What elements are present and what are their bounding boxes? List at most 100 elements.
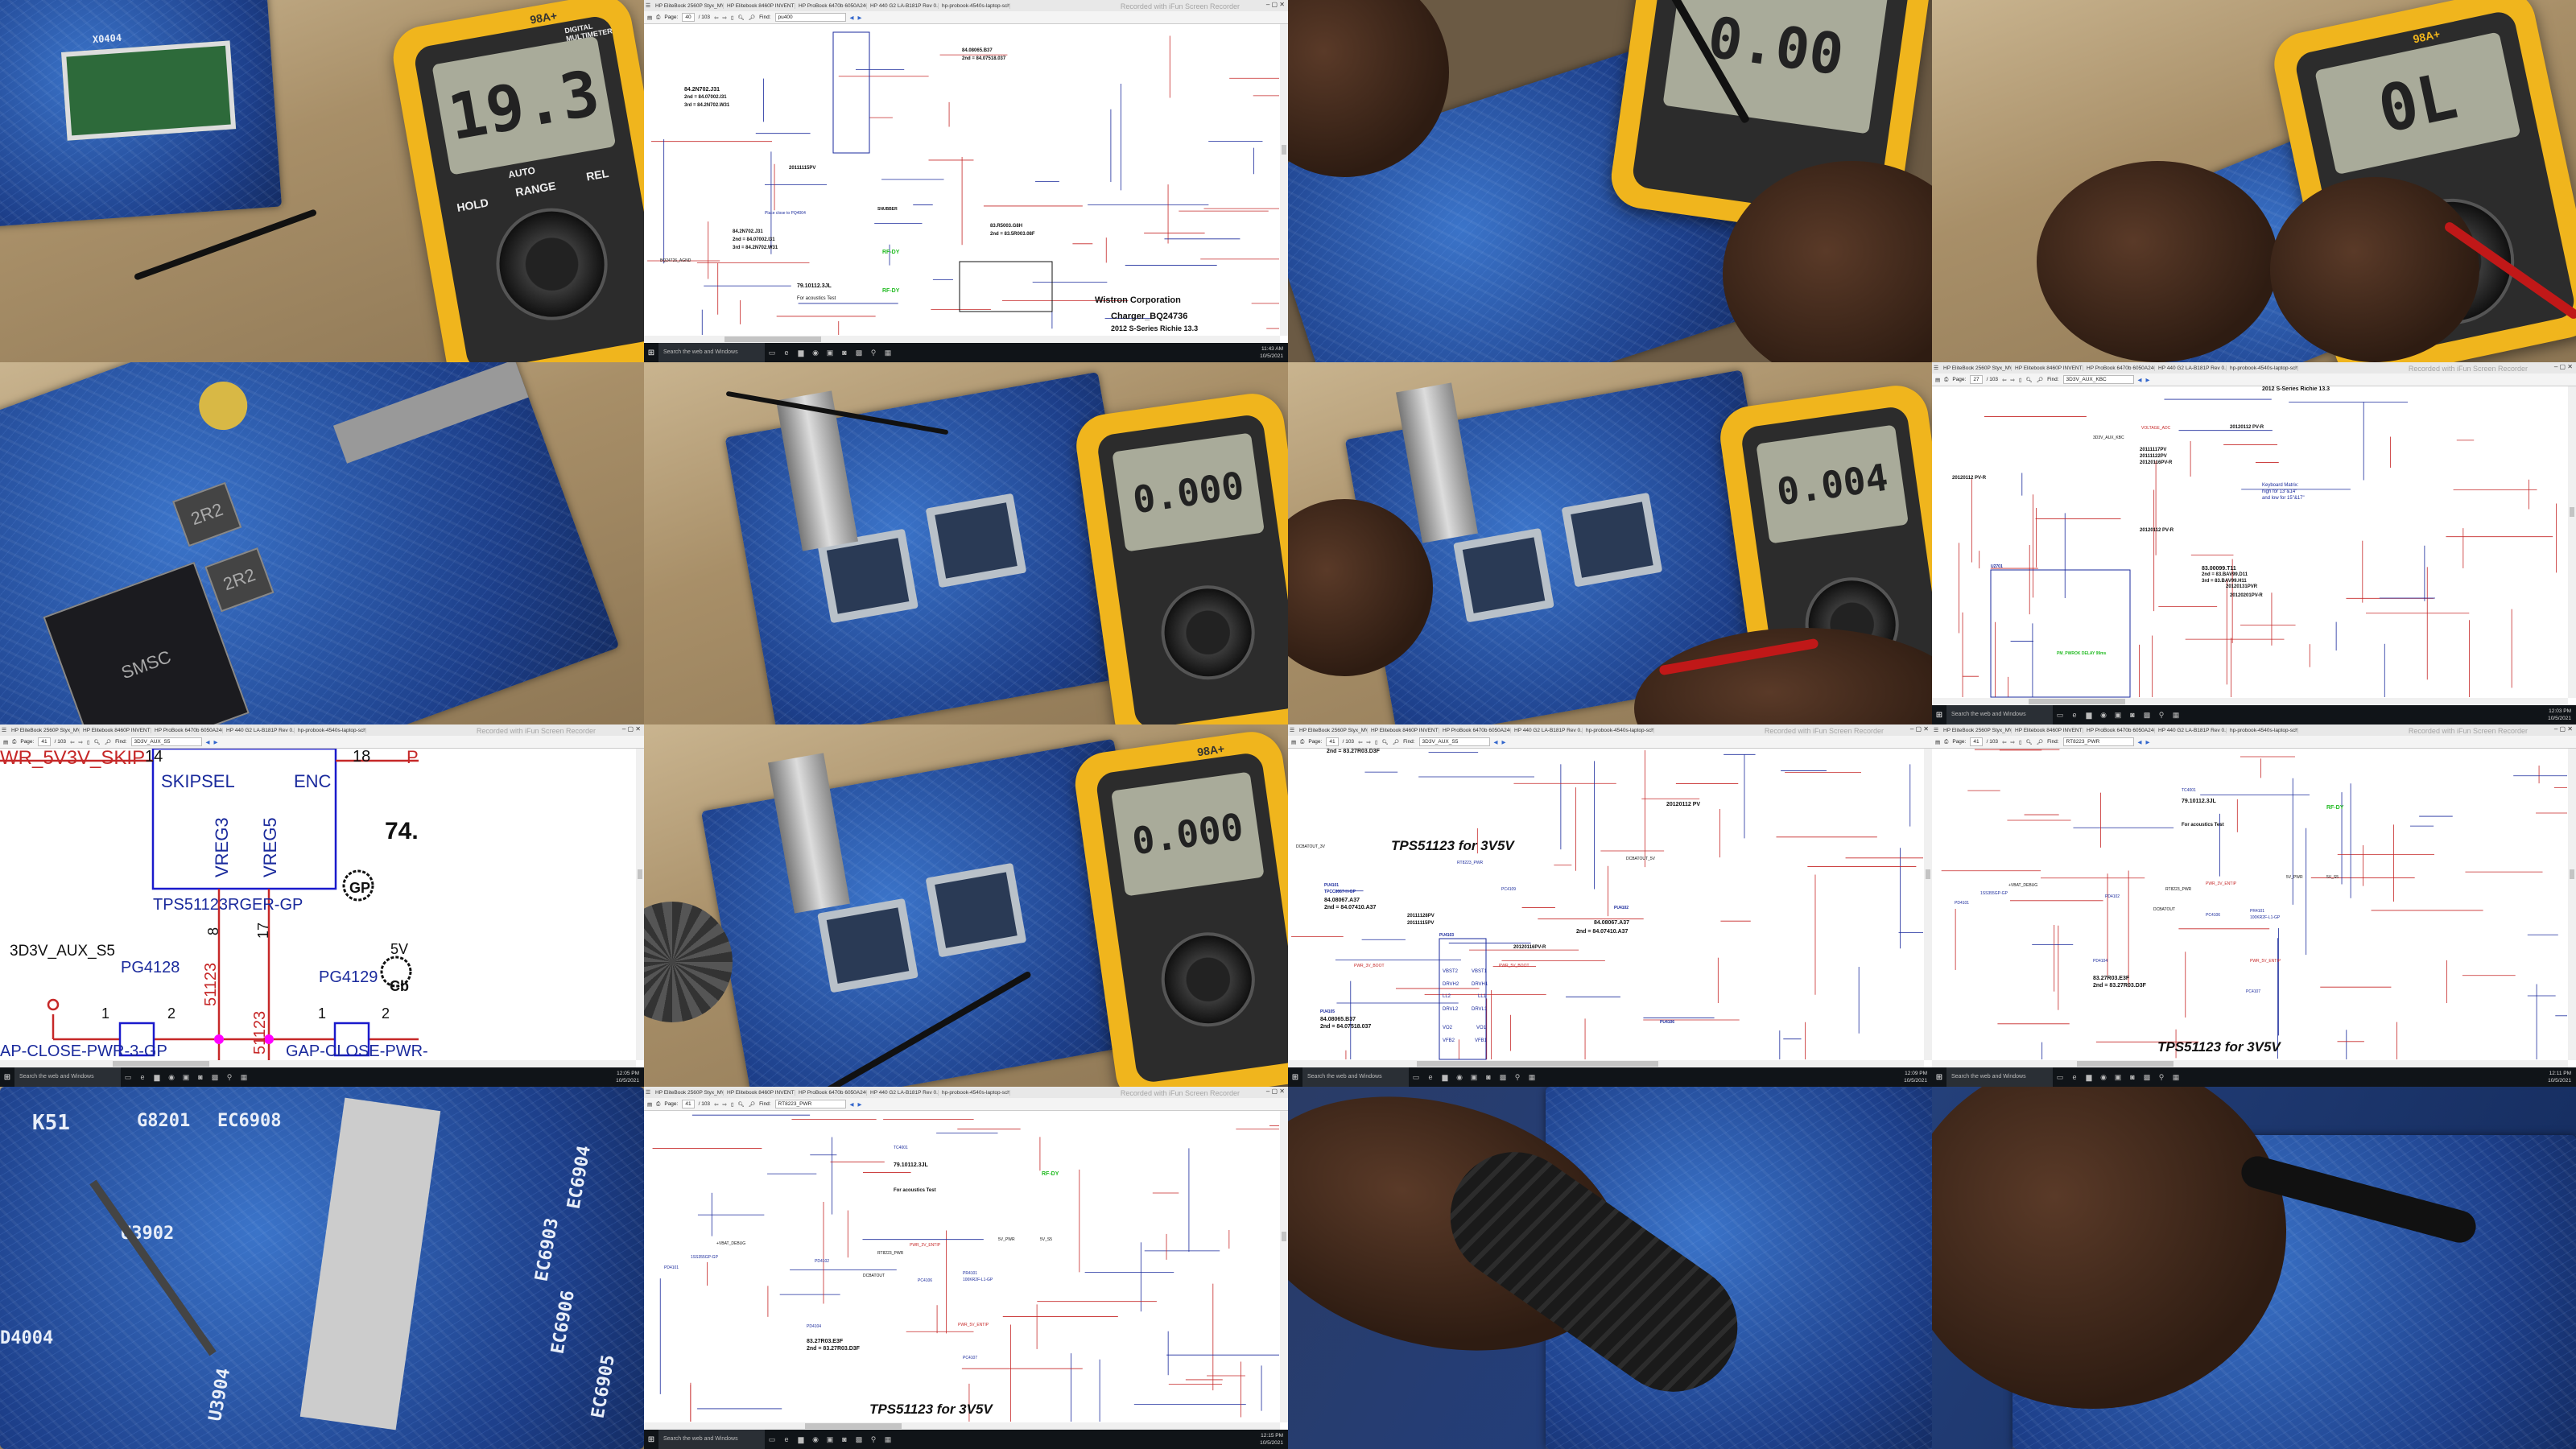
- page-input[interactable]: 41: [1970, 737, 1983, 746]
- scroll-thumb[interactable]: [1926, 869, 1930, 879]
- scroll-thumb[interactable]: [2570, 507, 2574, 517]
- document-tab[interactable]: hp-probook-4540s-laptop-schemati...: [295, 727, 366, 733]
- horizontal-scrollbar[interactable]: [644, 336, 1280, 343]
- find-input[interactable]: RT8223_PWR: [2062, 737, 2134, 746]
- horizontal-scrollbar[interactable]: [1288, 1060, 1924, 1067]
- window-controls[interactable]: – ▢ ✕: [1909, 725, 1929, 733]
- next-page-icon[interactable]: ⇨: [2010, 377, 2015, 383]
- pdf-reader-icon[interactable]: ▦: [884, 1435, 892, 1443]
- find-prev-icon[interactable]: ◀: [205, 739, 210, 745]
- page-input[interactable]: 41: [38, 737, 51, 746]
- camera-icon[interactable]: ◙: [1486, 1073, 1491, 1081]
- app-menu-icon[interactable]: ☰: [1933, 728, 1939, 733]
- vertical-scrollbar[interactable]: [1280, 24, 1288, 336]
- app-menu-icon[interactable]: ☰: [645, 1090, 651, 1096]
- zoom-out-icon[interactable]: 🔍︎: [737, 1101, 745, 1108]
- edge-icon[interactable]: e: [2072, 1073, 2077, 1081]
- find-next-icon[interactable]: ▶: [2145, 377, 2150, 383]
- print-icon[interactable]: ⎙: [656, 14, 661, 20]
- vertical-scrollbar[interactable]: [1924, 749, 1932, 1060]
- edge-icon[interactable]: e: [140, 1073, 145, 1081]
- app-menu-icon[interactable]: ☰: [1, 728, 7, 733]
- window-controls[interactable]: – ▢ ✕: [1265, 1, 1285, 8]
- taskbar-search[interactable]: Search the web and Windows: [658, 343, 765, 362]
- document-tab[interactable]: HP ProBook 6470b 6050A2466401-...: [2083, 727, 2155, 733]
- page-input[interactable]: 27: [1970, 375, 1983, 384]
- zoom-out-icon[interactable]: 🔍︎: [2025, 377, 2033, 383]
- task-view-icon[interactable]: ▭: [124, 1072, 132, 1081]
- find-prev-icon[interactable]: ◀: [2137, 739, 2142, 745]
- next-page-icon[interactable]: ⇨: [78, 739, 83, 745]
- zoom-out-icon[interactable]: 🔍︎: [737, 14, 745, 21]
- document-tab[interactable]: HP Elitebook 8460P INVENTEC 6050...: [2012, 727, 2083, 733]
- scroll-thumb[interactable]: [1417, 1061, 1658, 1067]
- horizontal-scrollbar[interactable]: [644, 1422, 1280, 1430]
- taskbar-search[interactable]: Search the web and Windows: [658, 1430, 765, 1449]
- prev-page-icon[interactable]: ⇦: [2002, 377, 2007, 383]
- taskbar-search[interactable]: Search the web and Windows: [1946, 1067, 2053, 1087]
- print-icon[interactable]: ⎙: [656, 1100, 661, 1107]
- next-page-icon[interactable]: ⇨: [2010, 739, 2015, 745]
- open-icon[interactable]: ▤: [647, 14, 653, 21]
- scroll-thumb[interactable]: [113, 1061, 209, 1067]
- prev-page-icon[interactable]: ⇦: [1358, 739, 1363, 745]
- camera-icon[interactable]: ◙: [2130, 711, 2135, 719]
- app-icon[interactable]: ◉: [812, 348, 819, 357]
- zoom-out-icon[interactable]: 🔍︎: [1381, 739, 1389, 745]
- scroll-thumb[interactable]: [2077, 1061, 2174, 1067]
- start-icon[interactable]: ⊞: [3, 1072, 11, 1082]
- search-app-icon[interactable]: ⚲: [870, 1435, 877, 1443]
- document-tab[interactable]: HP Elitebook 8460P INVENTEC 6050...: [1368, 727, 1439, 733]
- edge-icon[interactable]: e: [1428, 1073, 1433, 1081]
- page-input[interactable]: 40: [682, 13, 695, 22]
- find-input[interactable]: RT8223_PWR: [774, 1100, 846, 1108]
- find-input[interactable]: 3D3V_AUX_KBC: [2062, 375, 2134, 384]
- scroll-thumb[interactable]: [2570, 869, 2574, 879]
- zoom-in-icon[interactable]: 🔎︎: [104, 739, 112, 745]
- task-view-icon[interactable]: ▭: [2056, 1072, 2064, 1081]
- fit-page-icon[interactable]: ▯: [1374, 739, 1378, 745]
- task-view-icon[interactable]: ▭: [768, 348, 776, 357]
- next-page-icon[interactable]: ⇨: [1366, 739, 1371, 745]
- start-icon[interactable]: ⊞: [647, 1435, 655, 1444]
- next-page-icon[interactable]: ⇨: [722, 14, 727, 21]
- start-icon[interactable]: ⊞: [1935, 1072, 1943, 1082]
- document-tab[interactable]: HP ProBook 6470b 6050A2466401-...: [795, 1089, 867, 1096]
- zoom-out-icon[interactable]: 🔍︎: [2025, 739, 2033, 745]
- document-tab[interactable]: HP 440 G2 LA-B181P Rev 0.5 Schem...: [2155, 727, 2227, 733]
- search-app-icon[interactable]: ⚲: [2158, 1072, 2165, 1081]
- file-explorer-icon[interactable]: ▆: [2086, 710, 2092, 719]
- edge-icon[interactable]: e: [784, 349, 789, 357]
- find-input[interactable]: 3D3V_AUX_S5: [1418, 737, 1490, 746]
- open-icon[interactable]: ▤: [3, 739, 9, 745]
- app-menu-icon[interactable]: ☰: [1289, 728, 1295, 733]
- start-icon[interactable]: ⊞: [647, 348, 655, 357]
- print-icon[interactable]: ⎙: [12, 738, 17, 745]
- find-prev-icon[interactable]: ◀: [2137, 377, 2142, 383]
- store-icon[interactable]: ▣: [1470, 1072, 1478, 1081]
- document-tab[interactable]: hp-probook-4540s-laptop-schemati...: [2227, 365, 2298, 371]
- document-tab[interactable]: hp-probook-4540s-laptop-schemati...: [939, 1089, 1010, 1096]
- document-tab[interactable]: HP EliteBook 2560P Styx_MV_2011_...: [1940, 727, 2012, 733]
- file-explorer-icon[interactable]: ▆: [154, 1072, 160, 1081]
- start-icon[interactable]: ⊞: [1291, 1072, 1299, 1082]
- find-next-icon[interactable]: ▶: [2145, 739, 2150, 745]
- print-icon[interactable]: ⎙: [1944, 376, 1949, 382]
- store-icon[interactable]: ▣: [826, 1435, 834, 1443]
- vertical-scrollbar[interactable]: [2568, 749, 2576, 1060]
- prev-page-icon[interactable]: ⇦: [2002, 739, 2007, 745]
- find-next-icon[interactable]: ▶: [213, 739, 218, 745]
- recorder-icon[interactable]: ▩: [855, 348, 863, 357]
- window-controls[interactable]: – ▢ ✕: [1265, 1088, 1285, 1095]
- file-explorer-icon[interactable]: ▆: [2086, 1072, 2092, 1081]
- fit-page-icon[interactable]: ▯: [730, 14, 734, 21]
